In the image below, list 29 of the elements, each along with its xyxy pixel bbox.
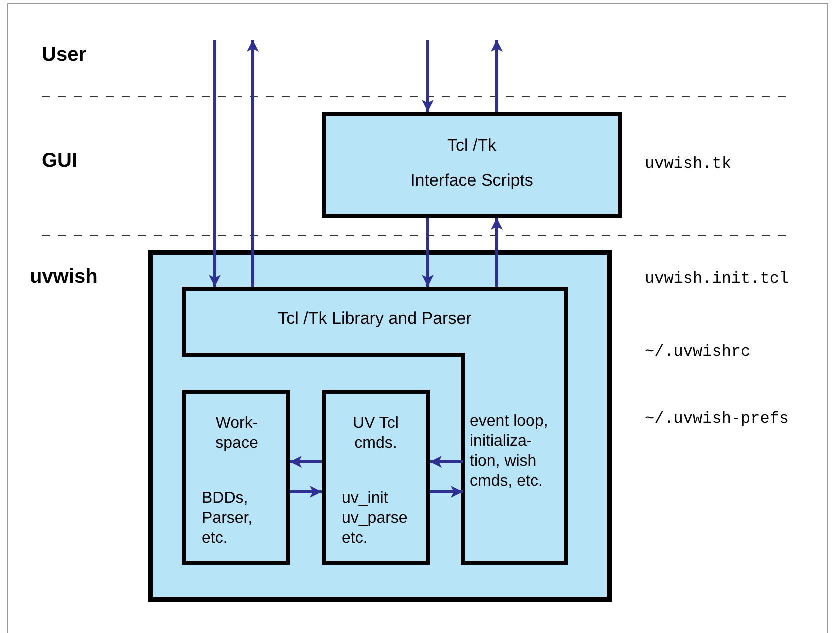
process-box (322, 390, 430, 565)
box-text: BDDs, Parser, etc. (202, 489, 254, 549)
box-heading: Tcl /Tk Library and Parser (277, 309, 473, 329)
process-box (182, 390, 290, 565)
file-name: uvwish.tk (645, 155, 732, 173)
arrow (209, 40, 221, 287)
box-heading: Tcl /Tk (446, 136, 498, 156)
arrow (247, 40, 259, 287)
layer-label: GUI (42, 150, 78, 173)
arrow (491, 40, 503, 112)
arrow (491, 218, 503, 287)
arrow (290, 456, 322, 468)
process-box (322, 112, 622, 218)
arrow (422, 218, 434, 287)
box-text: event loop, initializa- tion, wish cmds, etc. (470, 412, 550, 492)
box-text: Interface Scripts (410, 171, 534, 191)
layer-label: uvwish (30, 266, 98, 289)
arrow (422, 40, 434, 112)
box-heading: Work- space (214, 414, 260, 454)
arrow (430, 486, 463, 498)
box-text: uv_init uv_parse etc. (342, 489, 409, 549)
file-name: ~/.uvwish-prefs (645, 410, 790, 428)
arrow (290, 486, 322, 498)
box-heading: UV Tcl cmds. (352, 414, 400, 454)
outer-box (148, 250, 612, 602)
file-name: uvwish.init.tcl (645, 270, 790, 288)
layer-label: User (42, 44, 86, 67)
file-name: ~/.uvwishrc (645, 343, 751, 361)
arrow (430, 456, 463, 468)
